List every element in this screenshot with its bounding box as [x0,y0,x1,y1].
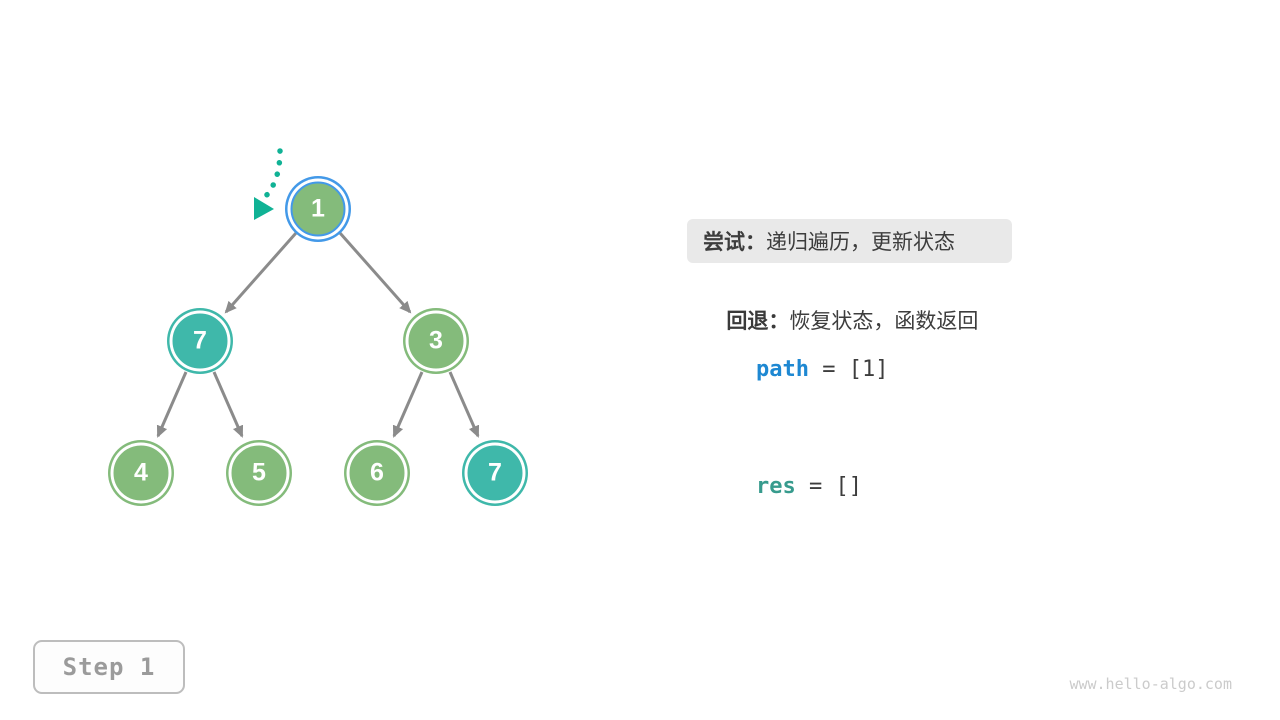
path-variable-line: path = [1] [703,332,888,407]
backtrack-text: 恢复状态，函数返回 [789,310,979,333]
tree-node: 3 [408,313,464,369]
tree-node-current: 1 [290,181,346,237]
tree-node: 4 [113,445,169,501]
res-variable-name: res [755,474,796,499]
tree-node: 7 [467,445,523,501]
backtrack-line: 回退：恢复状态，函数返回 [703,281,978,359]
res-variable-value: = [] [795,474,862,499]
watermark-url: www.hello-algo.com [1069,675,1232,693]
try-action-box: 尝试：递归遍历，更新状态 [687,219,1012,263]
tree-node: 6 [349,445,405,501]
try-text: 递归遍历，更新状态 [766,231,955,254]
backtrack-label: 回退： [726,310,790,333]
res-variable-line: res = [] [703,449,862,524]
tree-node: 5 [231,445,287,501]
tree-node: 7 [172,313,228,369]
tree-edges [156,232,480,438]
try-label: 尝试： [703,231,766,254]
dotted-arrow-icon [254,148,283,220]
step-badge: Step 1 [33,640,185,694]
path-variable-value: = [1] [808,357,889,382]
path-variable-name: path [755,357,809,382]
